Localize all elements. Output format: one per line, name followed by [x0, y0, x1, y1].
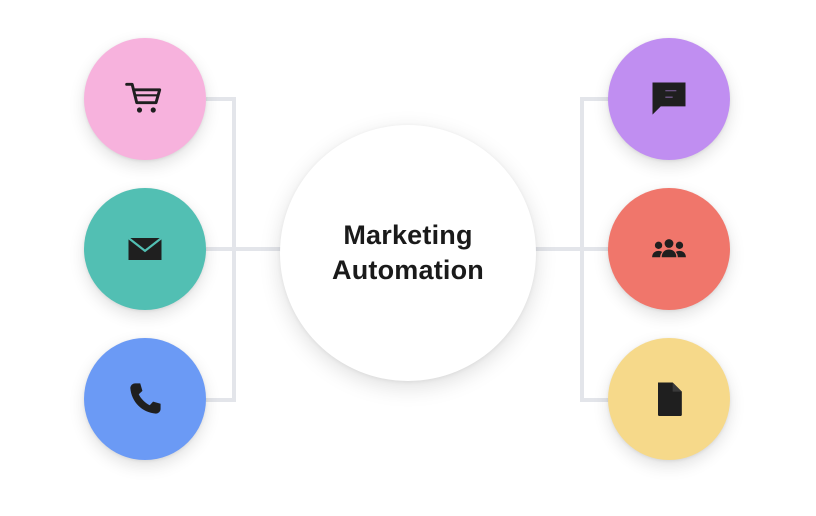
- shopping-cart-icon: [125, 82, 162, 113]
- phone-node: [84, 338, 206, 460]
- team-node: [608, 188, 730, 310]
- chat-bubble-icon: [652, 82, 686, 115]
- shopping-node: [84, 38, 206, 160]
- phone-icon: [130, 383, 161, 414]
- email-node: [84, 188, 206, 310]
- chat-node: [608, 38, 730, 160]
- central-hub: Marketing Automation: [280, 125, 536, 381]
- hub-title-line-2: Automation: [332, 255, 484, 285]
- document-node: [608, 338, 730, 460]
- document-icon: [658, 382, 682, 417]
- hub-title-line-1: Marketing: [343, 220, 473, 250]
- group-icon: [652, 239, 686, 258]
- envelope-icon: [127, 237, 163, 260]
